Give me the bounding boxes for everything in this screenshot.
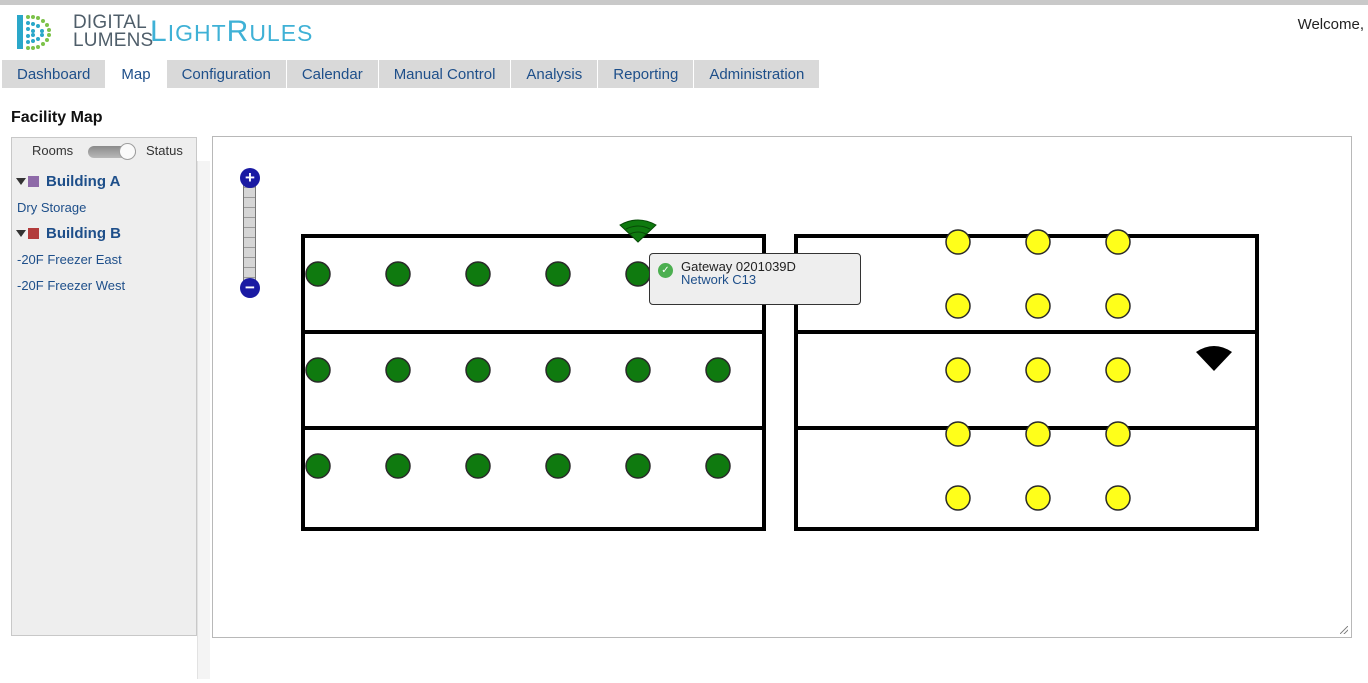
light-fixture[interactable] bbox=[1105, 485, 1131, 511]
light-fixture[interactable] bbox=[1025, 421, 1051, 447]
resize-handle-icon[interactable] bbox=[1340, 626, 1348, 634]
light-fixture[interactable] bbox=[1105, 357, 1131, 383]
zoom-out-button[interactable]: − bbox=[240, 278, 260, 298]
light-fixture[interactable] bbox=[1025, 485, 1051, 511]
building-b-node[interactable]: Building B bbox=[16, 225, 121, 242]
logo-text-line1: DIGITAL bbox=[73, 12, 147, 33]
light-fixture[interactable] bbox=[1025, 357, 1051, 383]
fixtures-layer bbox=[305, 229, 1131, 511]
expand-triangle-icon[interactable] bbox=[16, 178, 26, 185]
building-a-node[interactable]: Building A bbox=[16, 173, 120, 190]
light-fixture[interactable] bbox=[305, 453, 331, 479]
room-outline bbox=[794, 234, 1259, 531]
main-nav: Dashboard Map Configuration Calendar Man… bbox=[2, 60, 821, 89]
room-dry-storage[interactable]: Dry Storage bbox=[17, 200, 87, 215]
building-b-outline bbox=[794, 234, 1259, 531]
light-fixture[interactable] bbox=[385, 453, 411, 479]
light-fixture[interactable] bbox=[1025, 293, 1051, 319]
light-fixture[interactable] bbox=[945, 293, 971, 319]
light-fixture[interactable] bbox=[705, 357, 731, 383]
facility-map-canvas[interactable]: + − ✓ Gateway 0201039D Network C13 bbox=[212, 136, 1352, 638]
gateway-icon-b[interactable] bbox=[1196, 346, 1232, 371]
light-fixture[interactable] bbox=[1105, 421, 1131, 447]
zoom-control: + − bbox=[240, 168, 260, 300]
light-fixture[interactable] bbox=[545, 453, 571, 479]
tooltip-network-link[interactable]: Network C13 bbox=[681, 272, 757, 287]
gateway-tooltip: ✓ Gateway 0201039D Network C13 bbox=[649, 253, 861, 305]
light-fixture[interactable] bbox=[945, 229, 971, 255]
tab-calendar[interactable]: Calendar bbox=[286, 60, 379, 88]
rooms-status-switch[interactable] bbox=[88, 143, 136, 160]
wifi-gateway-icon[interactable] bbox=[619, 219, 657, 243]
light-fixture[interactable] bbox=[705, 453, 731, 479]
toggle-label-status: Status bbox=[146, 143, 183, 158]
light-fixture[interactable] bbox=[1105, 229, 1131, 255]
wifi-wave bbox=[625, 225, 651, 230]
room-outline bbox=[301, 234, 766, 531]
logo-mark-icon bbox=[17, 15, 51, 50]
tab-dashboard[interactable]: Dashboard bbox=[2, 60, 107, 88]
light-fixture[interactable] bbox=[385, 261, 411, 287]
room-freezer-east[interactable]: -20F Freezer East bbox=[17, 252, 122, 267]
page-title: Facility Map bbox=[11, 109, 103, 126]
light-fixture[interactable] bbox=[545, 261, 571, 287]
floorplan-svg bbox=[301, 219, 1259, 531]
light-fixture[interactable] bbox=[385, 357, 411, 383]
gateway-icon-a[interactable] bbox=[619, 219, 657, 243]
sidebar-scrollbar[interactable] bbox=[197, 161, 210, 679]
light-fixture[interactable] bbox=[1105, 293, 1131, 319]
welcome-text: Welcome, bbox=[1297, 16, 1364, 33]
light-fixture[interactable] bbox=[465, 261, 491, 287]
tab-analysis[interactable]: Analysis bbox=[511, 60, 599, 88]
check-circle-icon: ✓ bbox=[658, 263, 673, 278]
wifi-gateway-icon[interactable] bbox=[1196, 346, 1232, 371]
tab-map[interactable]: Map bbox=[106, 60, 167, 88]
light-fixture[interactable] bbox=[625, 453, 651, 479]
building-color-swatch bbox=[28, 176, 39, 187]
light-fixture[interactable] bbox=[305, 261, 331, 287]
room-freezer-west[interactable]: -20F Freezer West bbox=[17, 278, 126, 293]
light-fixture[interactable] bbox=[945, 421, 971, 447]
building-a-label[interactable]: Building A bbox=[46, 173, 121, 190]
tooltip-gateway-id: Gateway 0201039D bbox=[681, 259, 796, 274]
wifi-wave bbox=[629, 231, 647, 235]
tab-manual-control[interactable]: Manual Control bbox=[378, 60, 512, 88]
light-fixture[interactable] bbox=[625, 357, 651, 383]
light-fixture[interactable] bbox=[305, 357, 331, 383]
toggle-label-rooms: Rooms bbox=[32, 143, 74, 158]
top-stripe bbox=[0, 0, 1368, 5]
light-fixture[interactable] bbox=[945, 357, 971, 383]
light-fixture[interactable] bbox=[545, 357, 571, 383]
building-b-label[interactable]: Building B bbox=[46, 225, 121, 242]
light-fixture[interactable] bbox=[945, 485, 971, 511]
product-name: LIGHTRULES bbox=[150, 15, 314, 48]
building-a-outline bbox=[301, 234, 766, 531]
light-fixture[interactable] bbox=[625, 261, 651, 287]
logo-text-line2: LUMENS bbox=[73, 30, 154, 51]
light-fixture[interactable] bbox=[465, 453, 491, 479]
building-color-swatch bbox=[28, 228, 39, 239]
expand-triangle-icon[interactable] bbox=[16, 230, 26, 237]
light-fixture[interactable] bbox=[1025, 229, 1051, 255]
light-fixture[interactable] bbox=[465, 357, 491, 383]
zoom-in-button[interactable]: + bbox=[240, 168, 260, 188]
facility-sidebar: Rooms Status Building A Dry Storage Buil… bbox=[11, 137, 197, 636]
digital-lumens-logo: DIGITAL LUMENS bbox=[15, 13, 153, 51]
tab-configuration[interactable]: Configuration bbox=[166, 60, 287, 88]
switch-knob[interactable] bbox=[119, 143, 136, 160]
tab-reporting[interactable]: Reporting bbox=[598, 60, 695, 88]
tab-administration[interactable]: Administration bbox=[694, 60, 821, 88]
